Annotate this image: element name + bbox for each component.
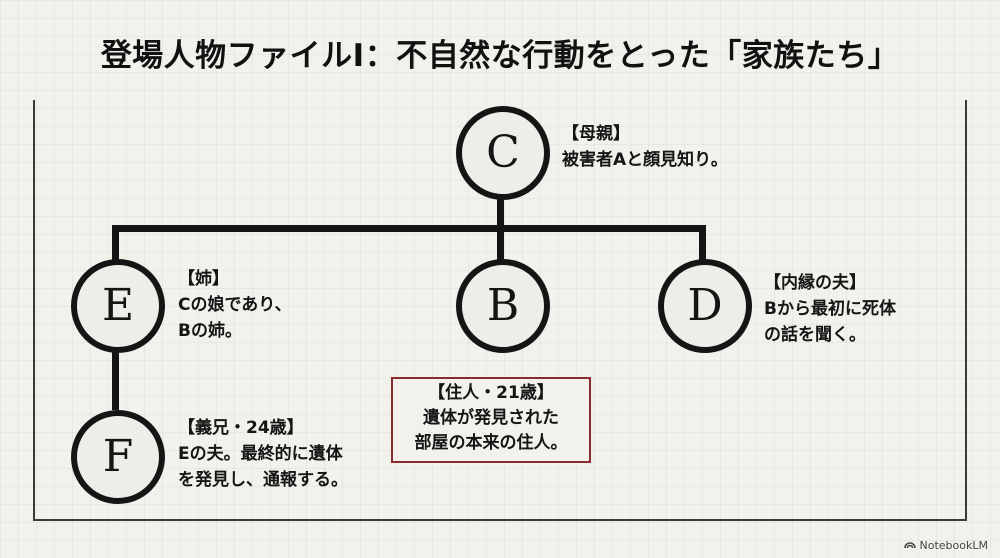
- connector-c-down: [497, 186, 504, 232]
- notebooklm-icon: [903, 539, 916, 552]
- node-c-label-role: 【母親】: [562, 124, 630, 144]
- node-f: F: [71, 410, 165, 504]
- node-c-label: 【母親】 被害者Aと顔見知り。: [562, 121, 728, 173]
- frame-left-line: [33, 100, 35, 520]
- node-d-label-desc-2: の話を聞く。: [764, 325, 866, 345]
- node-d: D: [658, 259, 752, 353]
- node-f-label-role: 【義兄・24歳】: [178, 418, 304, 438]
- node-b-label-box: 【住人・21歳】 遺体が発見された 部屋の本来の住人。: [391, 377, 591, 463]
- node-b: B: [456, 259, 550, 353]
- node-b-letter: B: [486, 280, 520, 331]
- connector-e-up: [112, 225, 119, 265]
- node-e-label-role: 【姉】: [178, 269, 229, 289]
- connector-b-up: [497, 225, 504, 265]
- frame-right-line: [965, 100, 967, 520]
- frame-bottom-line: [33, 519, 967, 521]
- node-e: E: [71, 259, 165, 353]
- node-d-label-role: 【内縁の夫】: [764, 273, 866, 293]
- connector-horizontal: [112, 225, 706, 232]
- node-b-label-role: 【住人・21歳】: [428, 383, 554, 403]
- node-b-label-desc-2: 部屋の本来の住人。: [414, 433, 568, 453]
- node-e-label-desc-1: Cの娘であり、: [178, 295, 292, 315]
- node-f-label: 【義兄・24歳】 Eの夫。最終的に遺体 を発見し、通報する。: [178, 415, 348, 493]
- node-d-label: 【内縁の夫】 Bから最初に死体 の話を聞く。: [764, 270, 896, 348]
- page-title: 登場人物ファイルⅠ：不自然な行動をとった「家族たち」: [100, 38, 900, 74]
- node-c-letter: C: [486, 127, 520, 178]
- node-d-letter: D: [687, 280, 723, 331]
- notebooklm-watermark: NotebookLM: [903, 539, 988, 552]
- node-e-label: 【姉】 Cの娘であり、 Bの姉。: [178, 266, 292, 344]
- connector-d-up: [699, 225, 706, 265]
- node-f-label-desc-2: を発見し、通報する。: [178, 470, 348, 490]
- watermark-text: NotebookLM: [919, 539, 988, 552]
- node-c-label-desc: 被害者Aと顔見知り。: [562, 150, 728, 170]
- node-f-label-desc-1: Eの夫。最終的に遺体: [178, 444, 343, 464]
- node-f-letter: F: [102, 431, 134, 482]
- notebooklm-icon-svg: [903, 542, 916, 549]
- node-e-label-desc-2: Bの姉。: [178, 321, 242, 341]
- connector-e-f: [112, 352, 119, 410]
- node-b-label-desc-1: 遺体が発見された: [423, 408, 559, 428]
- node-c: C: [456, 106, 550, 200]
- node-e-letter: E: [101, 280, 135, 331]
- node-d-label-desc-1: Bから最初に死体: [764, 299, 896, 319]
